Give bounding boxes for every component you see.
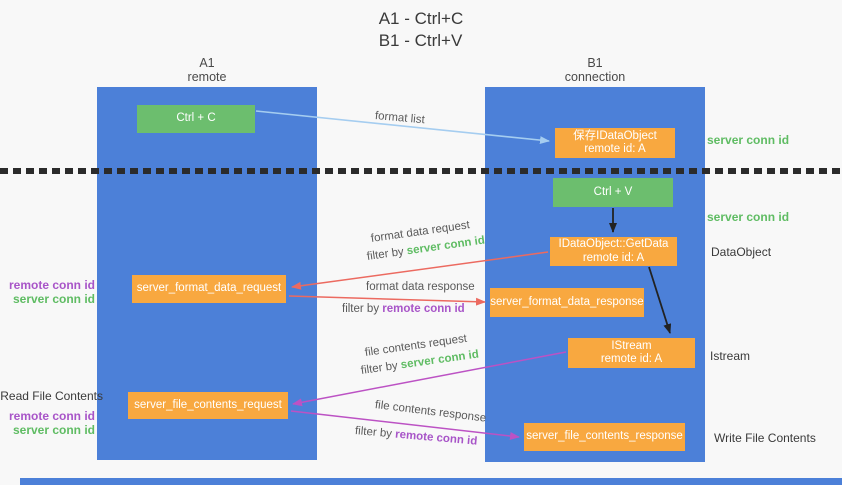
node-istream-line2: remote id: A (600, 353, 663, 365)
lane-a1-title: A1 (199, 56, 215, 70)
lane-header-a1: A1 remote (97, 56, 317, 84)
node-idataobject-getdata: IDataObject::GetData remote id: A (550, 237, 677, 266)
arrow-format-data-response (288, 295, 486, 306)
node-file-response-label: server_file_contents_response (526, 430, 683, 443)
diagram-title: A1 - Ctrl+C B1 - Ctrl+V (0, 8, 842, 52)
annotation-server-conn-id-top: server conn id (707, 133, 790, 147)
session-divider-dotted-line (0, 168, 842, 174)
bottom-blue-bar (20, 478, 842, 485)
node-istream-line1: IStream (611, 339, 652, 352)
annotation-file-server-conn-id: server conn id (12, 423, 95, 437)
annotation-file-conn-ids: remote conn id server conn id (0, 409, 95, 437)
arrow-format-list (255, 110, 550, 145)
node-ctrl-v-label: Ctrl + V (593, 185, 633, 198)
filter-prefix: filter by (342, 303, 380, 315)
node-ctrl-v: Ctrl + V (553, 178, 673, 207)
annotation-read-file-contents: Read File Contents (0, 389, 103, 403)
node-getdata-line1: IDataObject::GetData (558, 238, 669, 250)
node-save-idataobject-line2: remote id: A (584, 143, 646, 155)
arrow-file-contents-response (290, 410, 520, 440)
node-server-format-data-response: server_format_data_response (490, 288, 644, 317)
lane-header-b1: B1 connection (485, 56, 705, 84)
arrow-file-contents-request (292, 351, 567, 407)
node-getdata-line2: remote id: A (582, 251, 645, 264)
annotation-write-file-contents: Write File Contents (714, 431, 816, 445)
lane-b1-title: B1 (587, 56, 603, 70)
title-line-1: A1 - Ctrl+C (378, 9, 464, 28)
annotation-format-conn-ids: remote conn id server conn id (0, 278, 95, 306)
node-format-request-label: server_format_data_request (136, 282, 282, 295)
node-file-request-label: server_file_contents_request (134, 398, 282, 411)
annotation-format-remote-conn-id: remote conn id (8, 278, 95, 292)
lane-a1-subtitle: remote (187, 70, 227, 84)
annotation-file-remote-conn-id: remote conn id (8, 409, 95, 423)
edge-label-format-data-response-filter: filter by remote conn id (342, 303, 465, 315)
node-format-response-label: server_format_data_response (490, 295, 644, 308)
annotation-server-conn-id-mid: server conn id (707, 210, 790, 224)
arrow-format-data-request (291, 251, 549, 290)
annotation-dataobject: DataObject (711, 245, 772, 259)
filter-key-remote-conn-id: remote conn id (382, 303, 465, 315)
arrow-getdata-to-istream (648, 266, 672, 334)
title-line-2: B1 - Ctrl+V (378, 31, 463, 50)
node-save-idataobject-line1: 保存IDataObject (573, 129, 657, 142)
node-ctrl-c: Ctrl + C (137, 105, 255, 133)
node-ctrl-c-label: Ctrl + C (176, 112, 216, 125)
node-save-idataobject: 保存IDataObject remote id: A (555, 128, 675, 158)
edge-label-format-data-response: format data response (366, 281, 475, 293)
annotation-format-server-conn-id: server conn id (12, 292, 95, 306)
lane-b1-subtitle: connection (564, 70, 626, 84)
annotation-istream: Istream (710, 349, 751, 363)
node-server-file-contents-response: server_file_contents_response (524, 423, 685, 451)
node-server-file-contents-request: server_file_contents_request (128, 392, 288, 419)
node-istream: IStream remote id: A (568, 338, 695, 368)
node-server-format-data-request: server_format_data_request (132, 275, 286, 303)
